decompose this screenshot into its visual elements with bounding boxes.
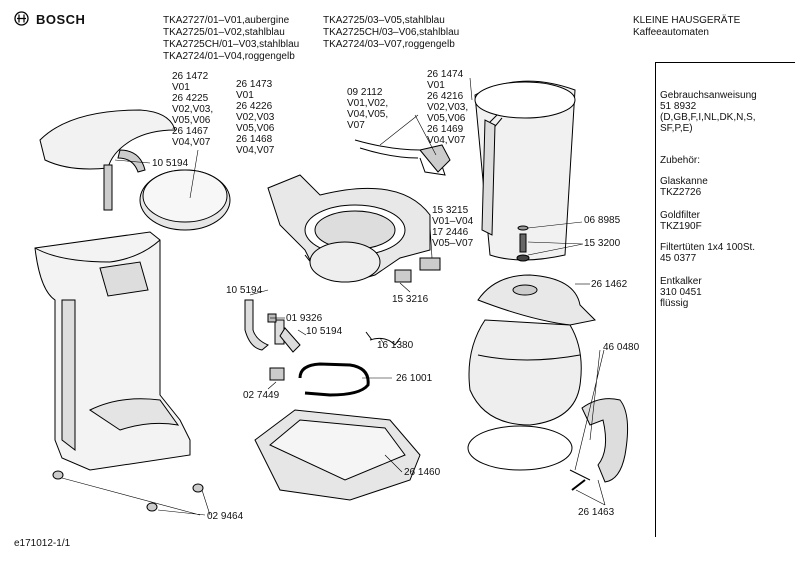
leader-lines xyxy=(61,77,606,516)
foot-part xyxy=(146,502,158,512)
lid-part xyxy=(39,109,176,170)
hose-part xyxy=(117,149,146,173)
jug-handle-part xyxy=(581,398,629,483)
category-subtitle: Kaffeeautomaten xyxy=(633,27,709,38)
foot-part xyxy=(52,470,64,480)
model-line: TKA2725/03–V05,stahlblau xyxy=(323,15,445,26)
part-label: 46 0480 xyxy=(603,342,640,353)
part-label: 15 3200 xyxy=(584,238,621,249)
hose-part xyxy=(244,299,269,351)
jug-ring-part xyxy=(467,425,573,471)
model-line: TKA2725/01–V02,stahlblau xyxy=(163,27,285,38)
wire-part xyxy=(365,331,401,346)
bosch-logo-icon xyxy=(14,11,29,26)
part-label: 26 1001 xyxy=(396,373,433,384)
part-label: 26 1462 xyxy=(591,279,628,290)
part-label: 15 3216 xyxy=(392,294,429,305)
part-label: 26 1473 V01 26 4226 V02,V03 V05,V06 26 1… xyxy=(236,79,275,156)
accessory-goldfilter: Goldfilter TKZ190F xyxy=(660,210,702,232)
jug-lid-part xyxy=(477,274,597,326)
sidebar-top-rule xyxy=(655,62,795,63)
part-label: 09 2112 V01,V02, V04,V05, V07 xyxy=(347,87,389,131)
accessory-filtertueten: Filtertüten 1x4 100St. 45 0377 xyxy=(660,242,756,264)
part-label: 26 1472 V01 26 4225 V02,V03, V05,V06 26 … xyxy=(172,71,214,148)
part-label: 26 1460 xyxy=(404,467,441,478)
part-label: 16 1380 xyxy=(377,340,414,351)
foot-part xyxy=(192,483,204,493)
model-line: TKA2724/01–V04,roggengelb xyxy=(163,51,295,62)
model-line: TKA2727/01–V01,aubergine xyxy=(163,15,290,26)
part-label: 26 1463 xyxy=(578,507,615,518)
accessories-title: Zubehör: xyxy=(660,155,701,166)
model-line: TKA2725CH/03–V06,stahlblau xyxy=(323,27,460,38)
screw-part xyxy=(571,479,586,491)
part-label: 02 7449 xyxy=(243,390,280,401)
category-title: KLEINE HAUSGERÄTE xyxy=(633,15,741,26)
accessory-glaskanne: Glaskanne TKZ2726 xyxy=(660,176,708,198)
part-label: 26 1474 V01 26 4216 V02,V03, V05,V06 26 … xyxy=(427,69,469,146)
accessory-entkalker: Entkalker 310 0451 flüssig xyxy=(660,276,702,309)
model-line: TKA2724/03–V07,roggengelb xyxy=(323,39,455,50)
part-label: 01 9326 xyxy=(286,313,323,324)
heater-part xyxy=(298,362,370,397)
part-label: 10 5194 xyxy=(152,158,189,169)
glass-jug-part xyxy=(468,319,582,426)
sidebar-divider xyxy=(655,62,656,537)
manual-info: Gebrauchsanweisung 51 8932 (D,GB,F,I,NL,… xyxy=(660,90,757,134)
part-label: 06 8985 xyxy=(584,215,621,226)
parts-drawing xyxy=(34,80,629,512)
part-label: 02 9464 xyxy=(207,511,244,522)
brand-name: BOSCH xyxy=(36,12,86,27)
part-label: 10 5194 xyxy=(226,285,263,296)
part-label: 10 5194 xyxy=(306,326,343,337)
plate-part xyxy=(309,241,381,283)
clip-part xyxy=(394,269,412,283)
part-label: 15 3215 V01–V04 17 2446 V05–V07 xyxy=(432,205,474,249)
valve-part xyxy=(517,225,529,231)
model-line: TKA2725CH/01–V03,stahlblau xyxy=(163,39,300,50)
document-code: e171012-1/1 xyxy=(14,538,71,549)
